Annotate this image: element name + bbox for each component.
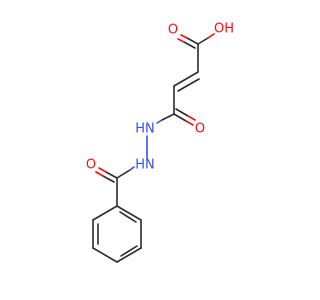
molecule-canvas: OH O O HN HN O xyxy=(86,22,234,263)
ring-bond-6 xyxy=(116,205,142,221)
ring-bond-4 xyxy=(116,247,142,263)
ring-bond-1 xyxy=(92,205,118,221)
bond-nh-amide-n xyxy=(156,119,163,124)
atom-label-benzoyl-carbonyl-o: O xyxy=(86,158,96,173)
bond-acid-oh xyxy=(197,37,209,45)
benzene-ring xyxy=(92,205,142,263)
atom-label-amide-carbonyl-o: O xyxy=(195,122,205,137)
atom-label-acid-oh: OH xyxy=(214,22,234,37)
acid-co-double-bond xyxy=(177,34,199,49)
ring-double-2 xyxy=(120,245,138,257)
bond-carbonyl-nh-n xyxy=(129,166,135,171)
bond-carbonyl-nh xyxy=(116,169,131,179)
ring-double-3 xyxy=(119,211,137,223)
amide-co-double-bond xyxy=(173,108,196,126)
structure-diagram: OH O O HN HN O xyxy=(86,22,234,263)
atom-label-nh-lower: HN xyxy=(135,158,155,173)
ring-bond-3 xyxy=(92,247,118,263)
atom-label-nh-upper: HN xyxy=(135,122,155,137)
atom-label-acid-carbonyl-o: O xyxy=(168,23,178,38)
alkene-double-bond xyxy=(173,71,200,92)
benzoyl-co-double-bond xyxy=(95,167,118,183)
bond-nh-amide xyxy=(161,113,175,121)
bond-acid-oh-o xyxy=(207,33,215,39)
